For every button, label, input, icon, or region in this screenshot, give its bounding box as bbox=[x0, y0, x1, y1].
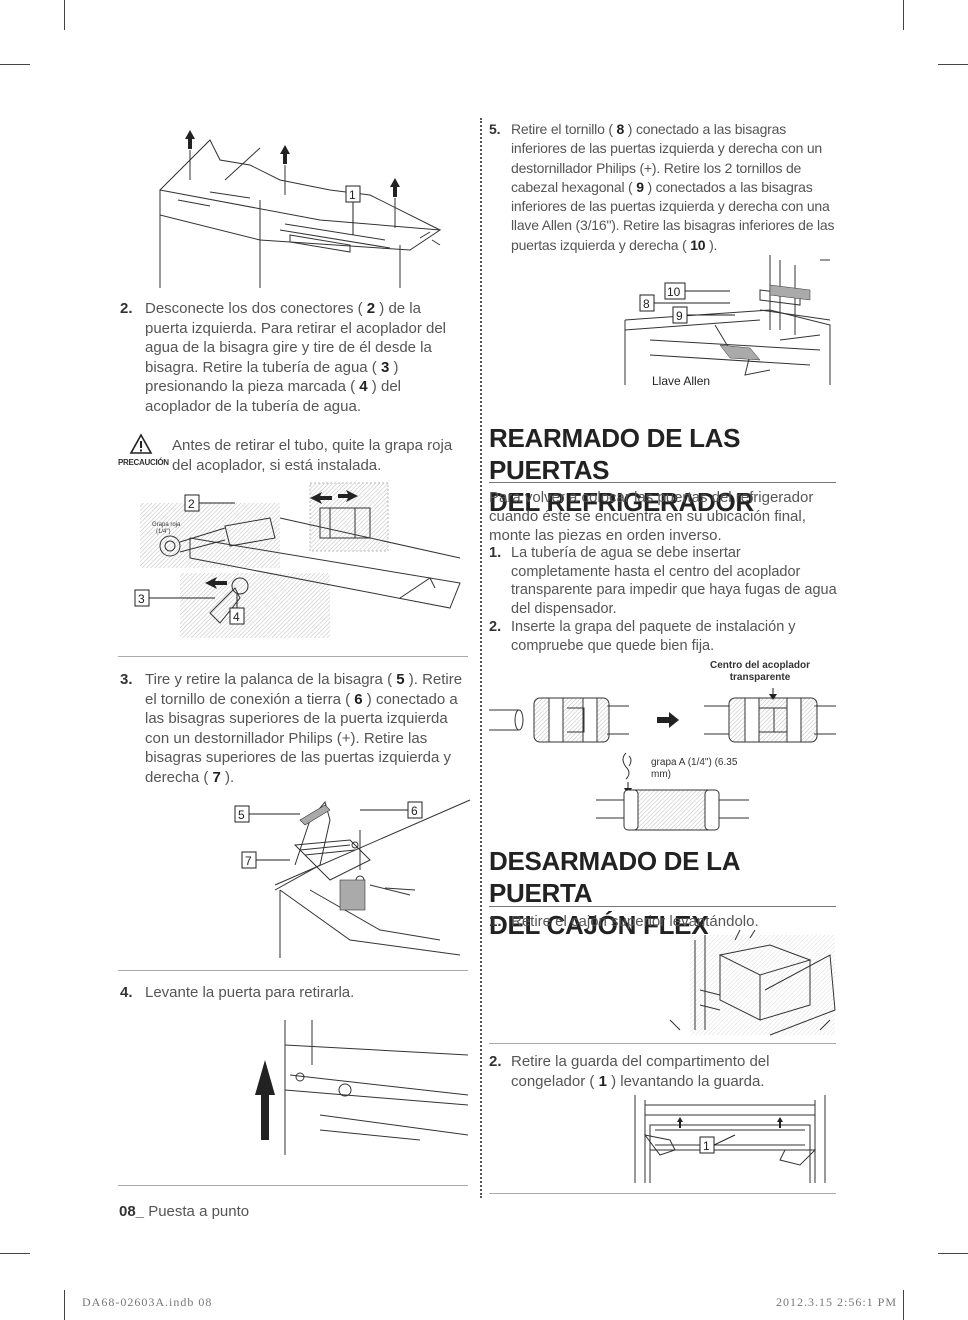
divider bbox=[489, 1193, 836, 1194]
section-name: Puesta a punto bbox=[148, 1203, 250, 1220]
figure-coupler-insert bbox=[489, 688, 836, 831]
section1-item-2: 2. Inserte la grapa del paquete de insta… bbox=[489, 619, 796, 654]
heading-rule bbox=[489, 482, 836, 483]
column-divider bbox=[480, 118, 482, 1198]
callout-1: 1 bbox=[349, 188, 356, 202]
callout-6: 6 bbox=[411, 804, 418, 818]
callout-7: 7 bbox=[245, 854, 252, 868]
section2-item-2: 2. Retire la guarda del compartimento de… bbox=[489, 1053, 770, 1090]
warning-icon bbox=[129, 433, 153, 454]
figure-freezer-guard: 1 bbox=[634, 1095, 826, 1183]
callout-10: 10 bbox=[667, 285, 681, 299]
allen-key-label: Llave Allen bbox=[652, 374, 710, 388]
divider bbox=[118, 970, 468, 971]
caution-text: Antes de retirar el tubo, quite la grapa… bbox=[172, 437, 453, 474]
page-number: 08_ bbox=[119, 1203, 145, 1220]
callout-3: 3 bbox=[138, 592, 145, 606]
callout-guard-1: 1 bbox=[703, 1139, 710, 1153]
figure-water-coupler: 2 3 4 Grapa roja (1/4") bbox=[134, 482, 461, 638]
figure-lower-hinge: 10 8 9 Llave Allen bbox=[624, 255, 831, 388]
figure-hinge-cover: 1 bbox=[159, 130, 442, 288]
crop-mark bbox=[938, 64, 968, 65]
divider bbox=[118, 1185, 468, 1186]
step-3: 3. Tire y retire la palanca de la bisagr… bbox=[120, 671, 463, 786]
section1-intro: Para volver a colocar las puertas del re… bbox=[489, 489, 814, 544]
crop-mark bbox=[938, 1253, 968, 1254]
heading-rule bbox=[489, 906, 836, 907]
clip-a-label: grapa A (1/4") (6.35 mm) bbox=[651, 757, 738, 780]
section1-item-1: 1. La tubería de agua se debe insertar c… bbox=[489, 545, 837, 617]
crop-mark bbox=[0, 1253, 30, 1254]
figure-flex-drawer bbox=[669, 929, 836, 1036]
print-file-info: DA68-02603A.indb 08 bbox=[82, 1295, 213, 1309]
crop-mark bbox=[903, 1290, 904, 1320]
section-title-rearmado: REARMADO DE LAS PUERTAS DEL REFRIGERADOR bbox=[489, 423, 754, 517]
coupler-center-label: Centro del acoplador transparente bbox=[709, 660, 810, 683]
clip-size: (1/4") bbox=[156, 529, 170, 535]
callout-2: 2 bbox=[188, 497, 195, 511]
callout-5: 5 bbox=[238, 808, 245, 822]
crop-mark bbox=[64, 1290, 65, 1320]
caution-label: PRECAUCIÓN bbox=[118, 458, 169, 467]
step-2: 2. Desconecte los dos conectores ( 2 ) d… bbox=[120, 300, 447, 415]
step-4: 4. Levante la puerta para retirarla. bbox=[120, 984, 355, 1001]
callout-4: 4 bbox=[233, 610, 240, 624]
crop-mark bbox=[0, 64, 30, 65]
callout-8: 8 bbox=[643, 297, 650, 311]
figure-top-hinge: 5 6 7 bbox=[234, 799, 471, 958]
divider bbox=[118, 656, 468, 657]
crop-mark bbox=[903, 0, 904, 30]
clip-label: Grapa roja bbox=[152, 522, 181, 528]
callout-9: 9 bbox=[676, 309, 683, 323]
step-5: 5. Retire el tornillo ( 8 ) conectado a … bbox=[489, 121, 835, 253]
section2-item-1: 1. Retire el cajón superior levantándolo… bbox=[489, 913, 759, 930]
crop-mark bbox=[64, 0, 65, 30]
page-footer: 08_ Puesta a punto bbox=[119, 1203, 249, 1220]
section-title-desarmado: DESARMADO DE LA PUERTA DEL CAJÓN FLEX bbox=[489, 846, 740, 940]
figure-lift-door bbox=[255, 1020, 469, 1155]
divider bbox=[489, 1043, 836, 1044]
print-timestamp: 2012.3.15 2:56:1 PM bbox=[776, 1295, 898, 1309]
